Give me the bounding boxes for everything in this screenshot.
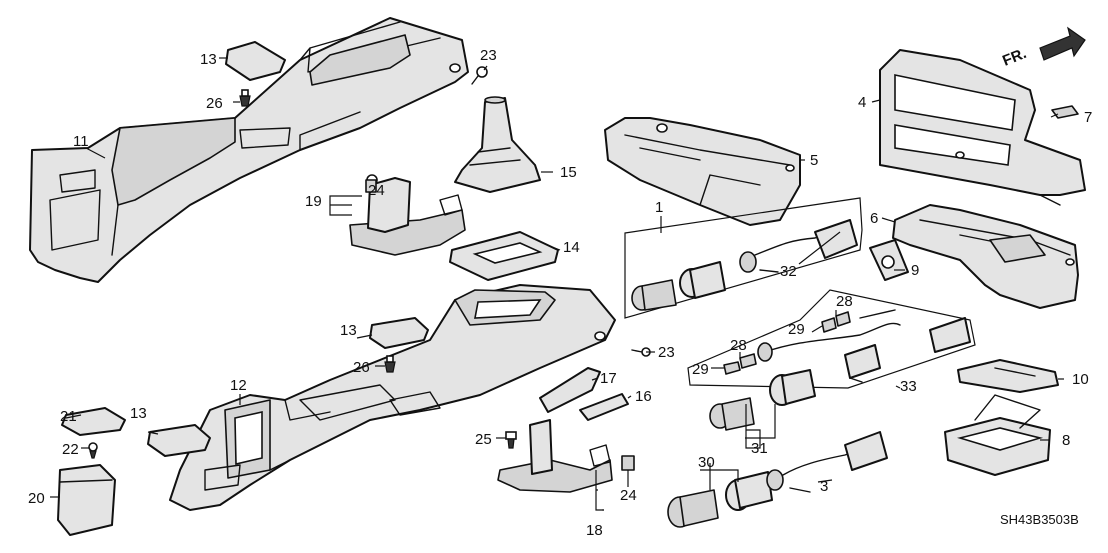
callout-13-mid: 13 (340, 322, 357, 339)
callout-19: 19 (305, 193, 322, 210)
screw-part-22 (88, 442, 98, 459)
shift-boot-part-15 (454, 96, 541, 193)
callout-9: 9 (911, 262, 919, 279)
trim-part-17 (539, 367, 601, 413)
front-direction-arrow (1039, 26, 1086, 61)
callout-26-lower: 26 (353, 359, 370, 376)
bezel-part-9 (869, 239, 909, 281)
callout-7: 7 (1084, 109, 1092, 126)
plate-part-14 (449, 231, 559, 281)
callout-28-left: 28 (730, 337, 747, 354)
callout-31: 31 (751, 440, 768, 457)
callout-11: 11 (73, 133, 89, 150)
cup-part-20 (57, 464, 116, 536)
socket-part-30 (667, 471, 773, 528)
callout-16: 16 (635, 388, 652, 405)
callout-8: 8 (1062, 432, 1070, 449)
clip-part-24-lower (621, 455, 635, 471)
bracket-part-10 (957, 359, 1059, 393)
callout-15: 15 (560, 164, 577, 181)
diagram-code: SH43B3503B (1000, 512, 1079, 527)
bracket-part-18 (497, 419, 613, 493)
leader-lines (50, 57, 1064, 511)
callout-25: 25 (475, 431, 492, 448)
callout-29-left: 29 (692, 361, 709, 378)
callout-22: 22 (62, 441, 79, 458)
console-upper-part-11 (29, 17, 469, 283)
callout-33: 33 (900, 378, 917, 395)
clip-part-26-upper (239, 89, 251, 107)
callout-32: 32 (780, 263, 797, 280)
clip-part-24-upper (365, 179, 377, 193)
callout-18: 18 (586, 522, 603, 539)
callout-13-left: 13 (130, 405, 147, 422)
panel-part-4 (879, 49, 1086, 206)
front-direction-label: FR. (1000, 45, 1029, 70)
bracket-part-19 (349, 174, 466, 256)
console-lower-part-12 (169, 284, 616, 511)
ashtray-part-8 (944, 394, 1051, 476)
callout-26-upper: 26 (206, 95, 223, 112)
socket-part-31 (709, 369, 816, 431)
harness-group-part-1 (624, 197, 863, 319)
bracket-part-21 (61, 407, 126, 436)
callout-30: 30 (698, 454, 715, 471)
callout-24-upper: 24 (368, 182, 385, 199)
callout-5: 5 (810, 152, 818, 169)
callout-20: 20 (28, 490, 45, 507)
callout-21: 21 (60, 408, 77, 425)
lid-part-13-upper (225, 41, 286, 81)
callout-3: 3 (820, 478, 828, 495)
callout-6: 6 (870, 210, 878, 227)
callout-13-upper: 13 (200, 51, 217, 68)
base-part-6 (892, 204, 1079, 309)
callout-24-lower: 24 (620, 487, 637, 504)
callout-17: 17 (600, 370, 617, 387)
lid-part-13-left (147, 424, 211, 457)
lid-part-13-mid (369, 317, 429, 349)
callout-10: 10 (1072, 371, 1089, 388)
callout-28-right: 28 (836, 293, 853, 310)
housing-part-5 (604, 117, 801, 226)
harness-part-33 (687, 289, 976, 389)
trim-part-16 (579, 393, 629, 421)
callout-23-upper: 23 (480, 47, 497, 64)
callout-29-right: 29 (788, 321, 805, 338)
bolt-part-25 (505, 431, 517, 449)
harness-part-3 (766, 431, 888, 493)
bulb-part-7 (1051, 105, 1079, 119)
callout-14: 14 (563, 239, 580, 256)
callout-4: 4 (858, 94, 866, 111)
callout-labels: 13 26 11 23 15 24 19 14 5 4 7 6 9 10 8 1… (28, 45, 1092, 539)
clip-part-26-lower (384, 355, 396, 373)
callout-23-lower: 23 (658, 344, 675, 361)
callout-1: 1 (655, 199, 663, 216)
callout-12: 12 (230, 377, 247, 394)
